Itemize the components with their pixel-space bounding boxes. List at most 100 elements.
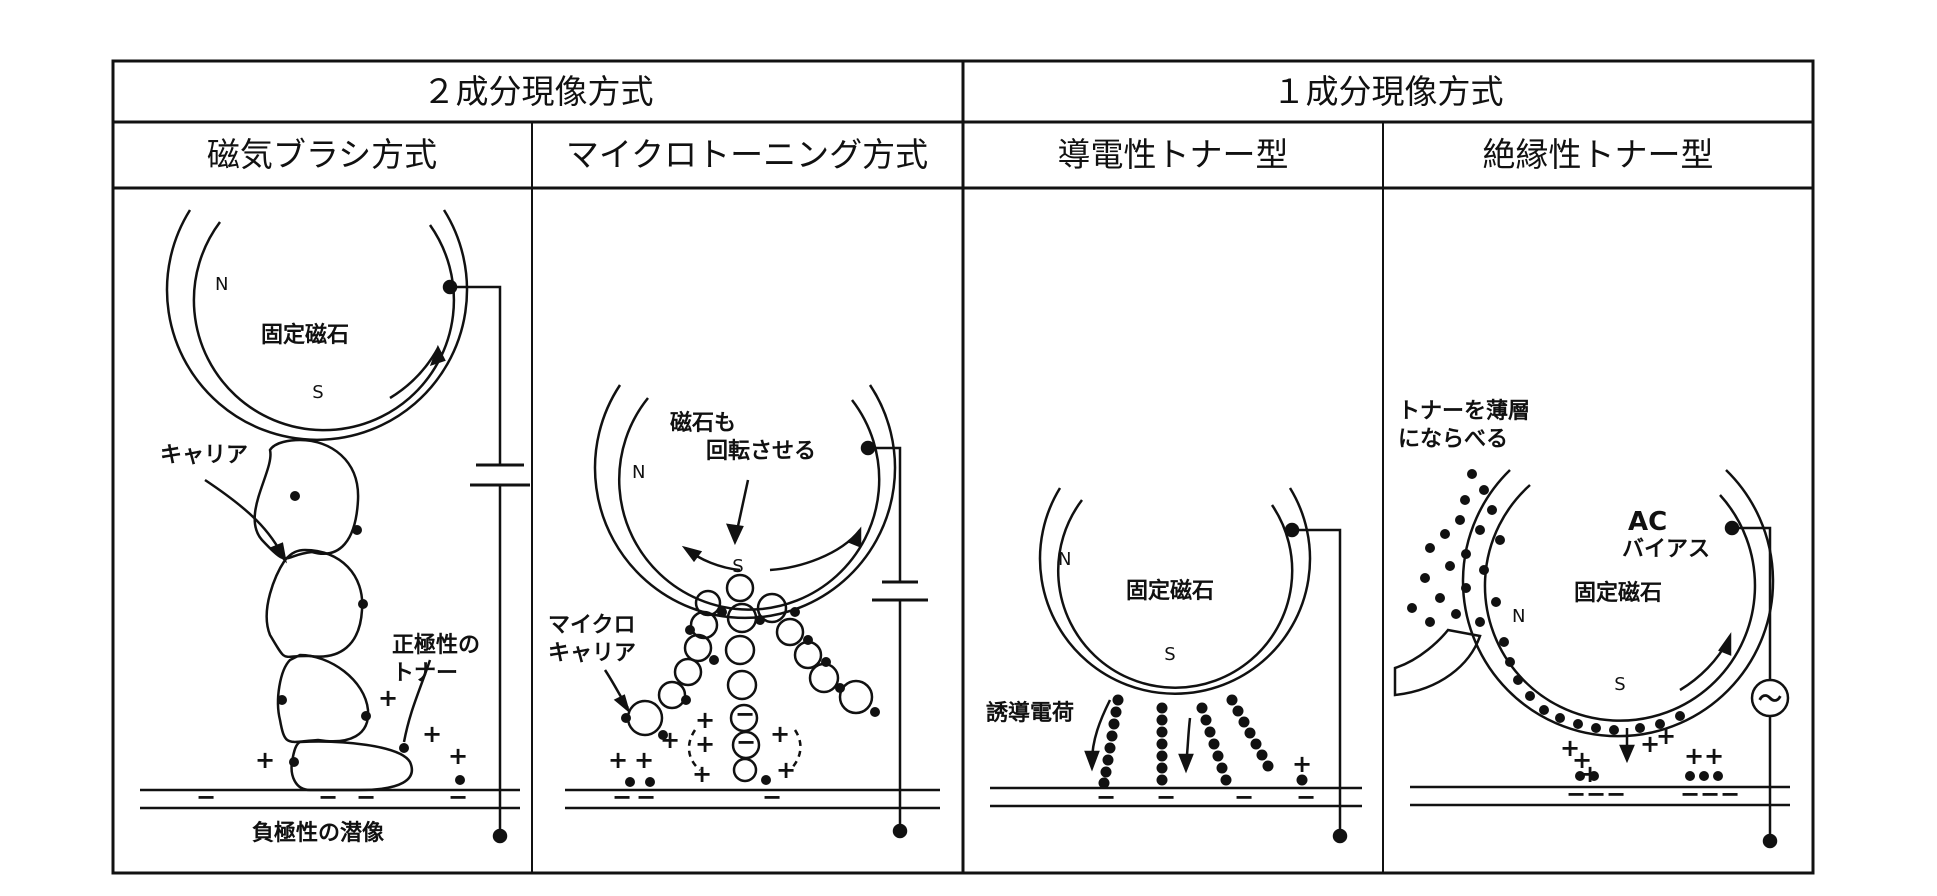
- toner-dot: [1513, 675, 1523, 685]
- toner-dot: [1156, 702, 1168, 714]
- toner-dot: [1407, 603, 1417, 613]
- micro-carrier-chains: [626, 573, 874, 783]
- toner-dot: [1575, 771, 1585, 781]
- toner-dot: [1226, 694, 1238, 706]
- toner-dot: [1156, 750, 1168, 762]
- toner-dot: [1296, 774, 1308, 786]
- toner-dot: [1102, 754, 1114, 766]
- plus-sign: +: [378, 684, 398, 712]
- toner-dot: [1420, 573, 1430, 583]
- toner-dot: [1467, 469, 1477, 479]
- carrier-bead-4: [290, 740, 413, 792]
- micro-carrier: [732, 757, 758, 783]
- toner-dot: [1589, 771, 1599, 781]
- toner-dot: [1499, 637, 1509, 647]
- micro-carrier-line1: マイクロ: [548, 613, 636, 638]
- toner-dot: [1685, 771, 1695, 781]
- minus-sign: −: [762, 783, 782, 811]
- minus-sign: −: [356, 783, 376, 811]
- toner-flow-left: [687, 729, 701, 771]
- micro-carrier: [657, 680, 687, 710]
- micro-carrier-arrowhead: [613, 694, 631, 714]
- toner-dot: [1244, 727, 1256, 739]
- plus-sign: +: [422, 720, 442, 748]
- toner-dot: [1262, 760, 1274, 772]
- toner-dot: [1108, 718, 1120, 730]
- ac-bias-line2: バイアス: [1622, 537, 1710, 562]
- toner-dot: [361, 711, 371, 721]
- toner-flow-right: [789, 729, 802, 771]
- toner-dot: [1435, 593, 1445, 603]
- toner-dot: [1098, 777, 1110, 789]
- toner-dot: [1461, 583, 1471, 593]
- sleeve-inner-arc: [618, 397, 881, 611]
- toner-dot: [1156, 762, 1168, 774]
- subheader-conductive-toner: 導電性トナー型: [1058, 135, 1289, 174]
- plus-sign: +: [1640, 730, 1660, 758]
- rotation-arrowhead: [681, 545, 703, 563]
- toner-dot: [1491, 597, 1501, 607]
- panel-conductive-toner: [990, 487, 1362, 844]
- micro-carrier: [775, 617, 805, 647]
- toner-chains: [1098, 694, 1308, 789]
- toner-dot: [1156, 774, 1168, 786]
- plus-sign: +: [448, 742, 468, 770]
- plus-sign: +: [1704, 742, 1724, 770]
- toner-dot: [1212, 750, 1224, 762]
- plus-sign: +: [776, 756, 796, 784]
- toner-dot: [1675, 711, 1685, 721]
- sleeve-inner-arc: [192, 221, 456, 432]
- micro-carrier: [793, 640, 823, 670]
- panel-magnetic-brush: [140, 209, 530, 844]
- plus-sign: +: [1292, 750, 1312, 778]
- toner-dot: [455, 775, 465, 785]
- plus-sign: +: [1560, 734, 1580, 762]
- micro-carrier: [725, 573, 755, 603]
- toner-dot: [1425, 617, 1435, 627]
- pole-s-label: S: [1164, 644, 1175, 665]
- pole-s-label: S: [1614, 674, 1625, 695]
- micro-carrier: [756, 592, 788, 624]
- toner-dot: [1440, 529, 1450, 539]
- plus-sign: +: [1684, 742, 1704, 770]
- magnet-label: 固定磁石: [1126, 578, 1214, 604]
- toner-dots: [621, 607, 880, 787]
- micro-carrier: [626, 699, 664, 737]
- toner-dot: [1110, 706, 1122, 718]
- pole-s-label: S: [732, 556, 743, 577]
- toner-dot: [1156, 738, 1168, 750]
- toner-dot: [1250, 738, 1262, 750]
- toner-dot: [1104, 742, 1116, 754]
- toner-dot: [1100, 766, 1112, 778]
- pole-n-label: N: [1058, 549, 1071, 570]
- plus-sign: +: [608, 746, 628, 774]
- toner-dot: [1475, 525, 1485, 535]
- bias-wire: [868, 446, 902, 582]
- sleeve-inner-arc: [1057, 499, 1294, 689]
- toner-dot: [625, 777, 635, 787]
- ground-dot: [1762, 833, 1778, 849]
- toner-dot: [870, 707, 880, 717]
- toner-dot: [621, 713, 631, 723]
- toner-dot: [1232, 705, 1244, 717]
- magnet-label: 固定磁石: [261, 322, 349, 348]
- toner-dot: [1455, 515, 1465, 525]
- subheader-insulating-toner: 絶縁性トナー型: [1483, 135, 1714, 174]
- minus-sign: −: [1606, 780, 1626, 808]
- header-two-component: ２成分現像方式: [423, 72, 654, 111]
- carrier-bead-1: [253, 438, 360, 560]
- toner-dot: [1479, 565, 1489, 575]
- toner-dot: [1479, 485, 1489, 495]
- toner-dot: [352, 525, 362, 535]
- toner-dot: [1495, 535, 1505, 545]
- plus-sign: +: [1656, 722, 1676, 750]
- toner-dot: [1106, 730, 1118, 742]
- carrier-bead-2: [265, 548, 364, 659]
- carrier-bead-3: [276, 653, 370, 744]
- plus-sign: +: [695, 730, 715, 758]
- toner-dot: [1591, 723, 1601, 733]
- micro-carrier: [838, 679, 874, 715]
- toner-dot: [289, 757, 299, 767]
- toner-cloud: [1407, 469, 1723, 781]
- toner-label-line1: 正極性の: [392, 632, 480, 658]
